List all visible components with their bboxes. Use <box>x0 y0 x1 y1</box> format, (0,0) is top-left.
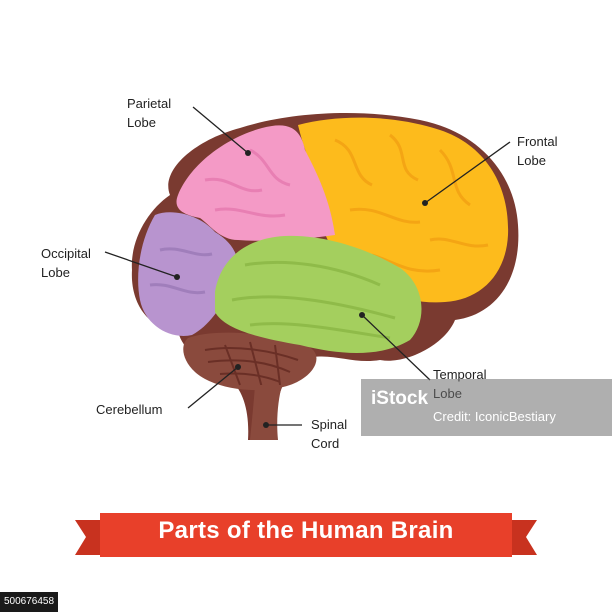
occipital-lobe-label: Occipital Lobe <box>41 246 91 280</box>
leader-lines <box>104 106 511 426</box>
watermark-brand: iStock <box>371 388 429 409</box>
parietal-lobe-region <box>176 125 335 241</box>
title-ribbon <box>75 513 537 557</box>
parietal-lobe-label: Parietal Lobe <box>127 96 172 130</box>
parietal-gyri <box>204 148 291 218</box>
watermark-credit: Credit: IconicBestiary <box>433 409 556 424</box>
frontal-lobe-label: Frontal Lobe <box>517 134 558 168</box>
cerebellum-folds <box>204 341 299 389</box>
stock-id-badge: 500676458 <box>0 592 59 612</box>
occipital-lobe-region <box>138 212 239 336</box>
stock-watermark: iStock Credit: IconicBestiary <box>361 379 612 436</box>
temporal-gyri <box>231 260 396 340</box>
leader-dots <box>174 150 428 428</box>
spinal-cord-region <box>250 385 282 440</box>
banner-title: Parts of the Human Brain <box>158 517 454 544</box>
occipital-gyri <box>149 247 213 295</box>
cerebellum-label: Cerebellum <box>96 402 163 417</box>
spinal-cord-label: Spinal Cord <box>311 417 348 451</box>
